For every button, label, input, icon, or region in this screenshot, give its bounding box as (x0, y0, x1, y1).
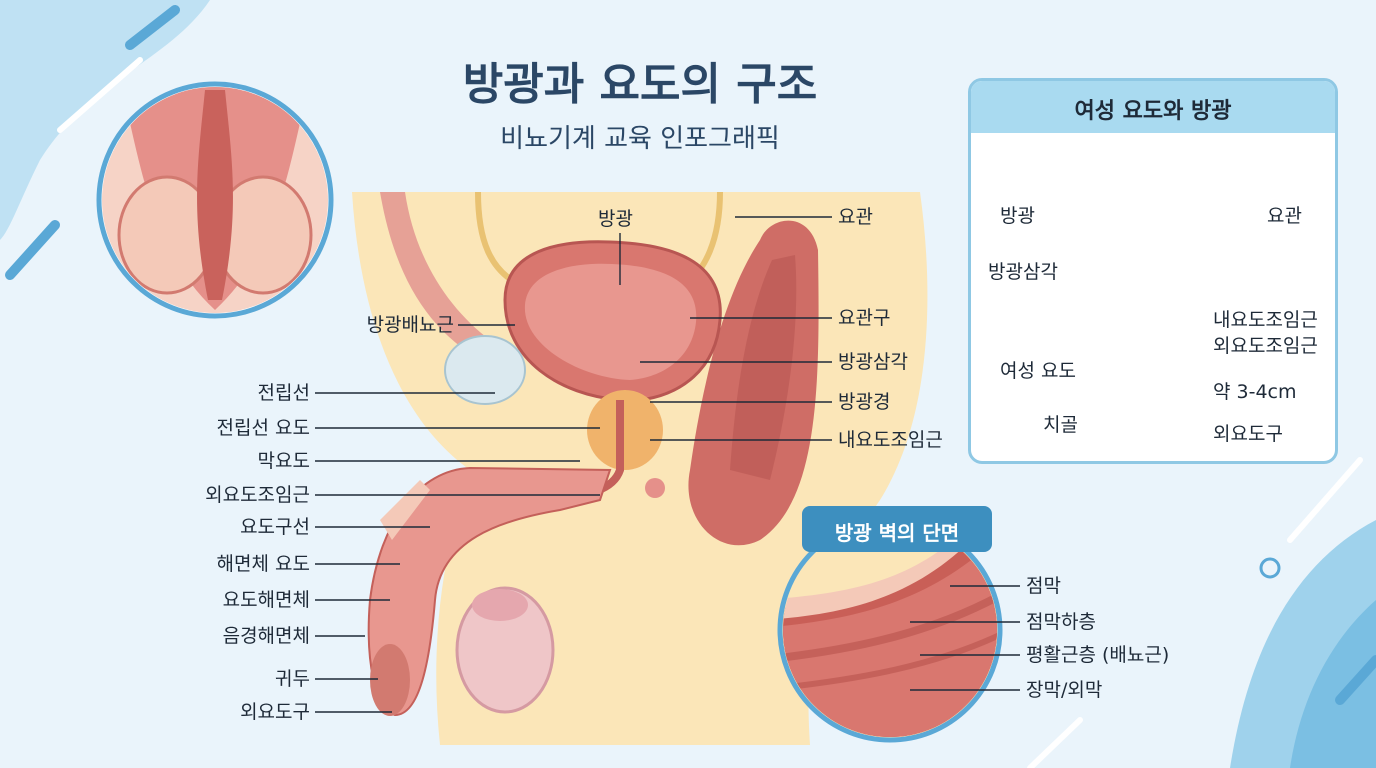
page-subtitle: 비뇨기계 교육 인포그래픽 (500, 124, 780, 154)
female-panel-header (971, 81, 1335, 133)
female-label-bladder: 방광 (1000, 205, 1035, 227)
label-glans: 귀두 (275, 668, 310, 690)
label-bladder: 방광 (598, 208, 633, 230)
label-external-sphincter: 외요도조임근 (205, 484, 310, 506)
label-spongy-urethra: 해면체 요도 (216, 553, 310, 575)
female-label-trigone: 방광삼각 (988, 261, 1058, 283)
label-ureteral-orifice: 요관구 (838, 307, 891, 329)
female-label-pubic-bone: 치골 (1043, 414, 1078, 436)
label-ureter: 요관 (838, 206, 873, 228)
label-bulbourethral-gland: 요도구선 (240, 516, 310, 538)
wall-label-submucosa: 점막하층 (1026, 611, 1096, 633)
female-label-external-sphincter: 외요도조임근 (1213, 335, 1318, 357)
page-title: 방광과 요도의 구조 (462, 59, 818, 110)
label-corpus-spongiosum: 요도해면체 (222, 589, 310, 611)
wall-section-badge: 방광 벽의 단면 (802, 506, 992, 552)
label-bladder-neck: 방광경 (838, 391, 891, 413)
label-membranous-urethra: 막요도 (257, 450, 310, 472)
female-label-urethra: 여성 요도 (1000, 360, 1076, 382)
wall-label-serosa: 장막/외막 (1026, 679, 1103, 701)
label-prostate: 전립선 (257, 382, 310, 404)
wall-label-mucosa: 점막 (1026, 575, 1061, 597)
label-corpus-cavernosum: 음경해면체 (222, 625, 310, 647)
female-panel-title: 여성 요도와 방광 (1074, 99, 1232, 124)
wall-section-title: 방광 벽의 단면 (834, 521, 960, 545)
female-label-external-meatus: 외요도구 (1213, 423, 1283, 445)
female-label-internal-sphincter: 내요도조임근 (1213, 309, 1318, 331)
female-label-length: 약 3-4cm (1213, 381, 1297, 403)
label-trigone: 방광삼각 (838, 351, 908, 373)
label-internal-sphincter: 내요도조임근 (838, 429, 943, 451)
wall-label-muscle: 평활근층 (배뇨근) (1026, 644, 1170, 666)
female-panel: 여성 요도와 방광 (968, 78, 1338, 464)
female-label-ureter: 요관 (1267, 205, 1302, 227)
label-external-meatus: 외요도구 (240, 701, 310, 723)
label-prostatic-urethra: 전립선 요도 (216, 417, 310, 439)
label-detrusor: 방광배뇨근 (366, 314, 454, 336)
